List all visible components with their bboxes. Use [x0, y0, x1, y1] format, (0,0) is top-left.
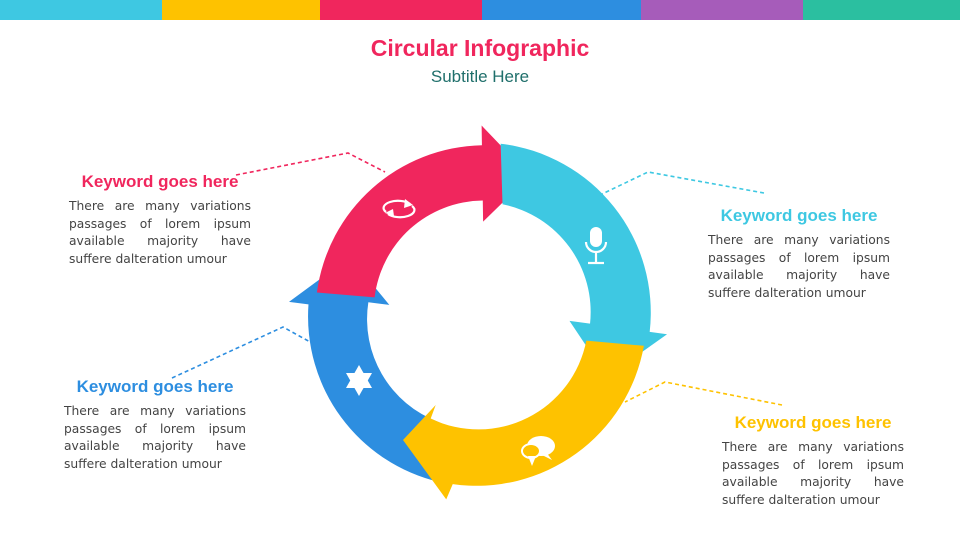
strip-segment-purple [641, 0, 803, 20]
description-line: available majority have [64, 439, 246, 453]
strip-segment-yellow [162, 0, 320, 20]
page-title: Circular Infographic [370, 35, 590, 61]
description-line: There are many variations [708, 233, 890, 247]
description-line: There are many variations [722, 440, 904, 454]
strip-segment-teal [803, 0, 960, 20]
description-text-pink: There are many variations passages of lo… [69, 198, 251, 268]
description-line: passages of lorem ipsum [69, 216, 251, 231]
description-line: passages of lorem ipsum [708, 250, 890, 265]
chat-bubbles-icon [521, 436, 555, 466]
description-line: suffere dalteration umour [64, 456, 222, 471]
arrow-segment-pink [316, 125, 530, 298]
strip-segment-cyan [0, 0, 162, 20]
description-line: passages of lorem ipsum [64, 421, 246, 436]
connector-line-cyan [599, 171, 765, 196]
description-line: suffere dalteration umour [708, 285, 866, 300]
info-block-cyan: Keyword goes here There are many variati… [708, 206, 890, 302]
description-line: suffere dalteration umour [69, 251, 227, 266]
description-text-yellow: There are many variations passages of lo… [722, 439, 904, 509]
keyword-heading-cyan: Keyword goes here [720, 206, 878, 225]
description-text-cyan: There are many variations passages of lo… [708, 232, 890, 302]
description-line: available majority have [69, 234, 251, 248]
description-line: available majority have [722, 475, 904, 489]
info-block-yellow: Keyword goes here There are many variati… [722, 413, 904, 509]
arrow-segment-cyan [500, 143, 668, 377]
description-text-blue: There are many variations passages of lo… [64, 403, 246, 473]
star-of-david-icon [346, 365, 372, 396]
strip-segment-blue [482, 0, 641, 20]
strip-segment-pink [320, 0, 482, 20]
keyword-heading-yellow: Keyword goes here [734, 413, 892, 432]
arrow-segment-yellow [403, 340, 644, 500]
arrow-segment-blue [289, 257, 439, 482]
description-line: passages of lorem ipsum [722, 457, 904, 472]
keyword-heading-blue: Keyword goes here [76, 377, 234, 396]
refresh-icon [382, 199, 416, 219]
keyword-heading-pink: Keyword goes here [81, 172, 239, 191]
description-line: There are many variations [69, 199, 251, 213]
microphone-icon [584, 227, 608, 265]
info-block-pink: Keyword goes here There are many variati… [69, 172, 251, 268]
connector-line-yellow [624, 381, 783, 406]
info-block-blue: Keyword goes here There are many variati… [64, 377, 246, 473]
connector-line-pink [235, 152, 386, 176]
description-line: suffere dalteration umour [722, 492, 880, 507]
description-line: available majority have [708, 268, 890, 282]
description-line: There are many variations [64, 404, 246, 418]
top-color-strip [0, 0, 960, 20]
page-subtitle: Subtitle Here [430, 67, 530, 86]
connector-line-blue [171, 326, 313, 379]
